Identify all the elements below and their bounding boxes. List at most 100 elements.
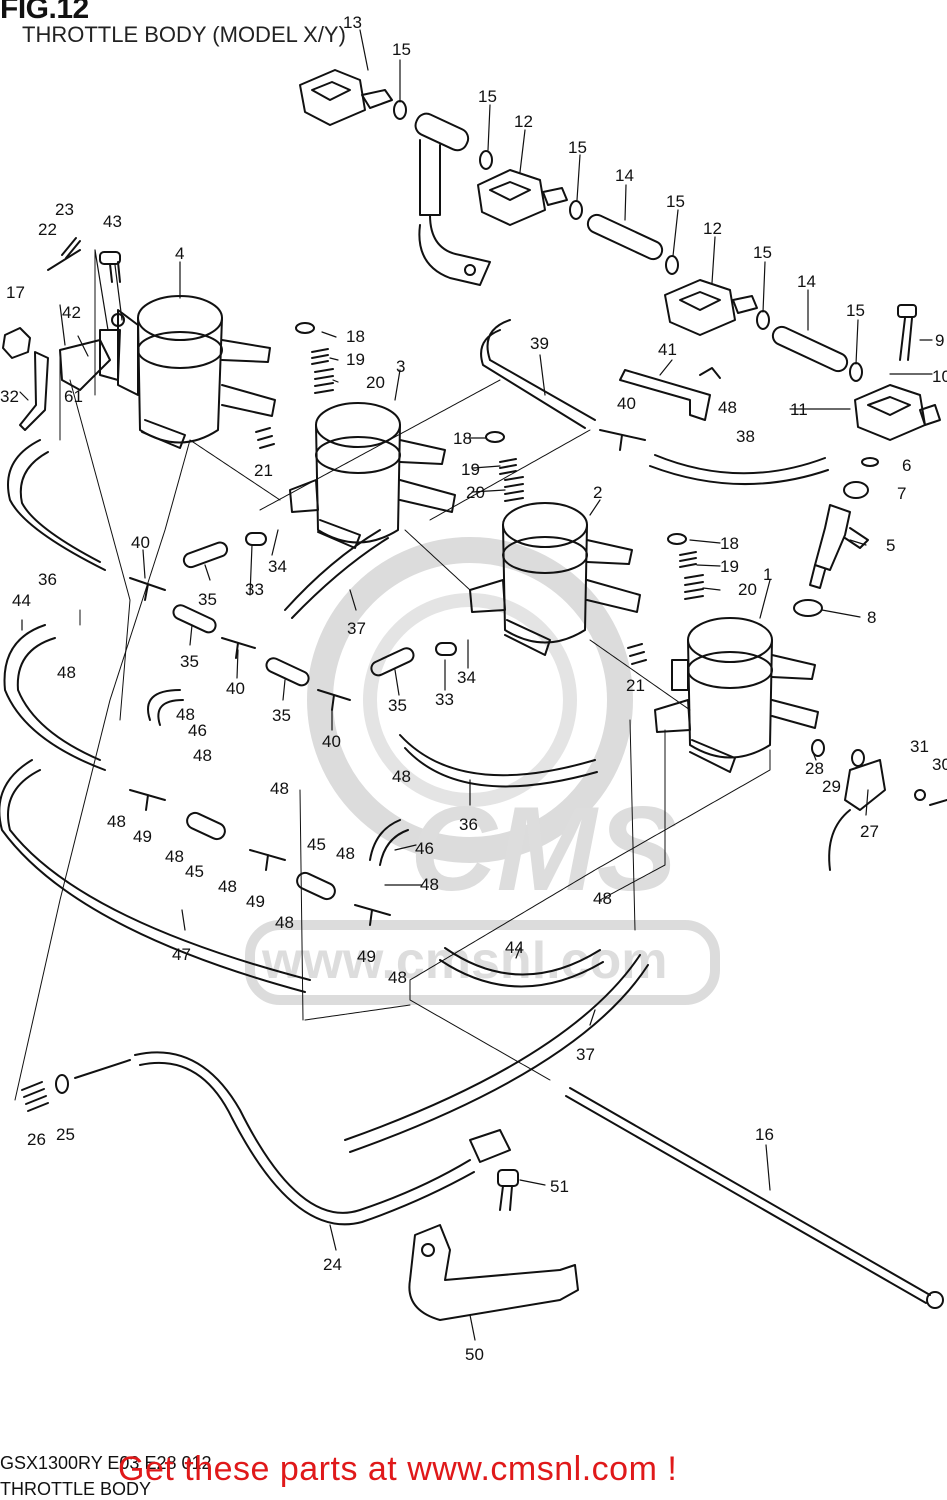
- part-label: 20: [738, 580, 757, 599]
- part-label: 29: [822, 777, 841, 796]
- part-label: 45: [307, 835, 326, 854]
- part-label: 38: [736, 427, 755, 446]
- part-label: 7: [897, 484, 906, 503]
- part-label: 20: [466, 483, 485, 502]
- part-label: 20: [366, 373, 385, 392]
- part-label: 35: [388, 696, 407, 715]
- part-label: 45: [185, 862, 204, 881]
- part-label: 3: [396, 357, 405, 376]
- part-label: 1: [763, 565, 772, 584]
- part-label: 15: [478, 87, 497, 106]
- washer-31: [914, 789, 926, 801]
- part-label: 12: [703, 219, 722, 238]
- part-label: 48: [270, 779, 289, 798]
- part-label: 36: [38, 570, 57, 589]
- part-label: 25: [56, 1125, 75, 1144]
- part-label: 44: [12, 591, 31, 610]
- part-label: 33: [245, 580, 264, 599]
- part-label: 8: [867, 608, 876, 627]
- bolt-51: [497, 1169, 519, 1211]
- part-label: 61: [64, 387, 83, 406]
- spring-26: [21, 1081, 49, 1112]
- leader-lines: [19, 29, 933, 1341]
- part-label: 24: [323, 1255, 342, 1274]
- part-label: 40: [131, 533, 150, 552]
- part-label: 32: [0, 387, 19, 406]
- part-label: 14: [615, 166, 634, 185]
- part-label: 40: [322, 732, 341, 751]
- screw-22-23: [47, 237, 81, 271]
- part-label: 48: [193, 746, 212, 765]
- screw-30: [929, 799, 947, 806]
- watermark-brand: CMS: [410, 782, 677, 916]
- cushion-8: [793, 599, 823, 617]
- part-label: 6: [902, 456, 911, 475]
- injector-5: [809, 504, 869, 589]
- part-label: 21: [254, 461, 273, 480]
- throttle-body-3: [289, 402, 456, 549]
- part-label: 19: [720, 557, 739, 576]
- part-label: 48: [275, 913, 294, 932]
- part-label: 48: [218, 877, 237, 896]
- part-label: 31: [910, 737, 929, 756]
- t-joints: [129, 429, 646, 926]
- throttle-body-2: [469, 502, 641, 656]
- part-label: 43: [103, 212, 122, 231]
- part-label: 15: [753, 243, 772, 262]
- part-label: 5: [886, 536, 895, 555]
- part-label: 26: [27, 1130, 46, 1149]
- part-label: 12: [514, 112, 533, 131]
- vacuum-sensor-lower: [664, 279, 758, 336]
- part-label: 18: [346, 327, 365, 346]
- part-label: 15: [392, 40, 411, 59]
- bracket-41: [619, 367, 721, 421]
- part-label: 50: [465, 1345, 484, 1364]
- throttle-body-4: [99, 295, 276, 449]
- hose-pipe-14-upper: [586, 213, 664, 261]
- part-label: 51: [550, 1177, 569, 1196]
- part-label: 2: [593, 483, 602, 502]
- part-label: 48: [107, 812, 126, 831]
- part-label: 48: [165, 847, 184, 866]
- part-label: 30: [932, 755, 947, 774]
- part-label: 48: [420, 875, 439, 894]
- part-number-labels: 13 15 15 12 15 14 15 12 15 14 15 9 10 11…: [0, 13, 947, 1364]
- oring-29: [851, 749, 865, 767]
- part-label: 47: [172, 945, 191, 964]
- section-name: THROTTLE BODY: [0, 1479, 152, 1499]
- part-label: 18: [720, 534, 739, 553]
- part-label: 48: [392, 767, 411, 786]
- part-label: 48: [388, 968, 407, 987]
- part-label: 39: [530, 334, 549, 353]
- part-label: 46: [188, 721, 207, 740]
- screw-9: [897, 304, 917, 361]
- part-label: 9: [935, 331, 944, 350]
- part-label: 46: [415, 839, 434, 858]
- springs: [255, 348, 704, 665]
- throttle-position-sensor-27: [828, 759, 886, 871]
- part-label: 35: [272, 706, 291, 725]
- screws-18: [295, 322, 687, 545]
- part-label: 40: [617, 394, 636, 413]
- part-label: 49: [133, 827, 152, 846]
- part-label: 22: [38, 220, 57, 239]
- part-label: 49: [246, 892, 265, 911]
- part-label: 23: [55, 200, 74, 219]
- part-label: 42: [62, 303, 81, 322]
- promo-link[interactable]: Get these parts at www.cmsnl.com !: [118, 1450, 678, 1488]
- washer-25: [55, 1074, 69, 1094]
- part-label: 27: [860, 822, 879, 841]
- part-label: 40: [226, 679, 245, 698]
- part-label: 41: [658, 340, 677, 359]
- part-label: 4: [175, 244, 184, 263]
- part-label: 19: [346, 350, 365, 369]
- part-label: 28: [805, 759, 824, 778]
- part-label: 13: [343, 13, 362, 32]
- part-label: 48: [336, 844, 355, 863]
- vacuum-sensor-middle: [477, 169, 568, 226]
- part-label: 21: [626, 676, 645, 695]
- part-label: 18: [453, 429, 472, 448]
- part-label: 37: [576, 1045, 595, 1064]
- bush-28: [811, 739, 825, 757]
